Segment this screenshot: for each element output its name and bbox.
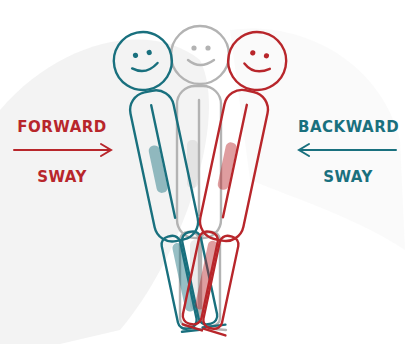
figure-shading bbox=[194, 240, 218, 311]
figure-eye bbox=[134, 54, 137, 57]
sway-label: SWAY bbox=[14, 168, 110, 186]
figure-eye bbox=[265, 54, 268, 57]
backward-arrow bbox=[299, 144, 396, 156]
direction-label: BACKWARD bbox=[298, 118, 398, 136]
figure-eye bbox=[251, 51, 254, 54]
background-shadow bbox=[230, 28, 405, 250]
backward-sway-figure bbox=[172, 27, 292, 336]
figure-body bbox=[197, 87, 272, 245]
figure-head bbox=[223, 27, 292, 96]
figure-shading bbox=[148, 145, 169, 194]
figure-head bbox=[171, 26, 229, 84]
figure-eye bbox=[148, 51, 151, 54]
figure-smile bbox=[188, 60, 214, 65]
arrow-head bbox=[299, 144, 309, 156]
figure-shading bbox=[172, 242, 196, 313]
figure-body bbox=[127, 87, 202, 245]
figure-eye bbox=[207, 47, 210, 50]
arrow-head bbox=[101, 144, 111, 156]
figure-body bbox=[177, 86, 221, 238]
figure-smile bbox=[132, 63, 158, 73]
direction-label: FORWARD bbox=[14, 118, 110, 136]
figure-eye bbox=[193, 47, 196, 50]
arrow-shaft bbox=[14, 149, 110, 151]
forward-arrow bbox=[14, 144, 111, 156]
figure-shading bbox=[217, 141, 238, 190]
figure-leg bbox=[160, 234, 198, 330]
figure-leg bbox=[181, 230, 219, 326]
arrow-shaft bbox=[300, 149, 396, 151]
sway-label: SWAY bbox=[298, 168, 398, 186]
figure-foot bbox=[203, 329, 226, 336]
figure-head bbox=[108, 27, 177, 96]
figure-smile bbox=[243, 63, 269, 73]
figure-foot bbox=[182, 324, 202, 330]
figure-arm bbox=[198, 100, 200, 215]
